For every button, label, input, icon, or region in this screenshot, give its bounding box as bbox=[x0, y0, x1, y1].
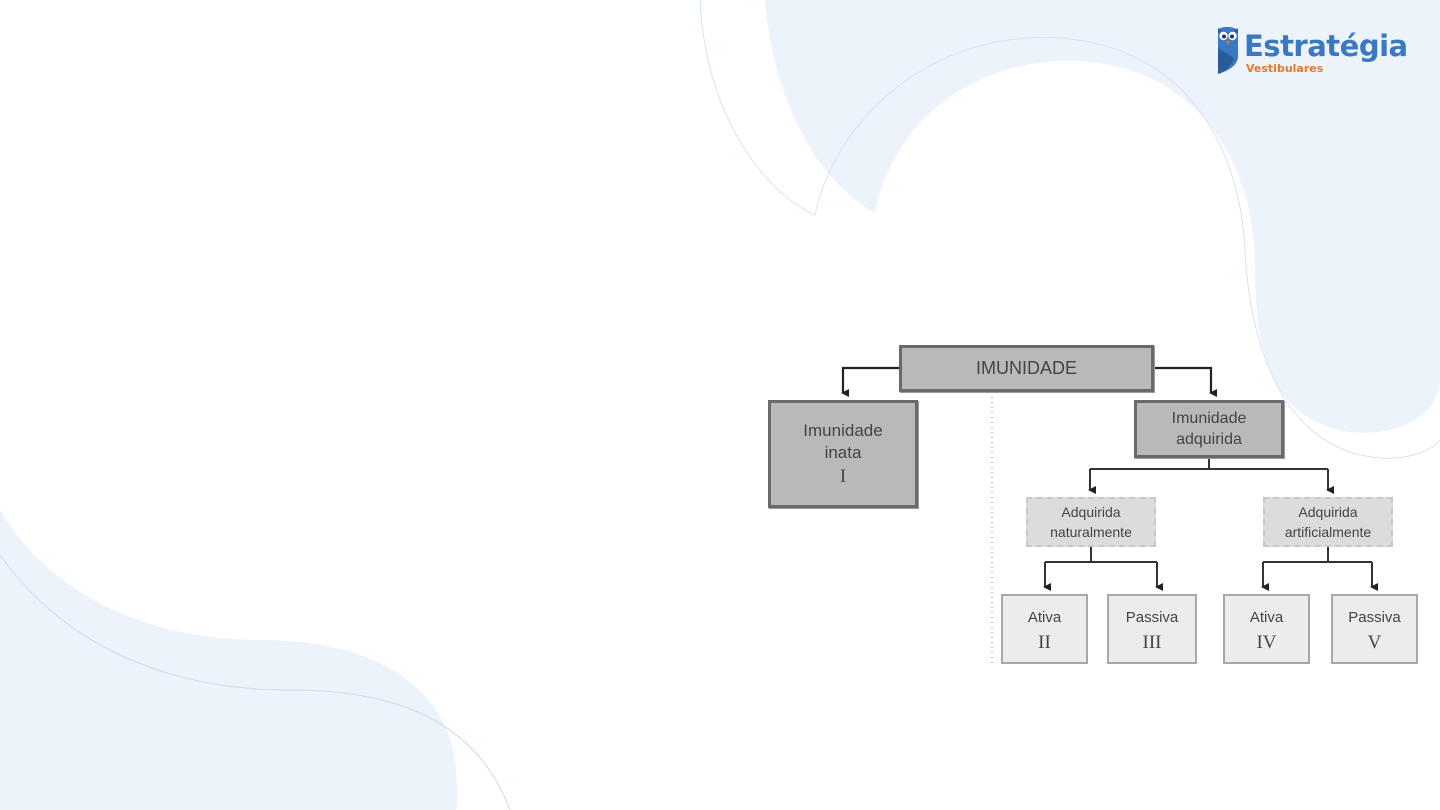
connector-root-adquirida bbox=[1154, 368, 1211, 393]
estrategia-logo[interactable]: Estratégia Vestibulares bbox=[1214, 26, 1414, 78]
node-naturalmente-label: Adquirida naturalmente bbox=[1034, 502, 1149, 542]
node-passiva-artificial: Passiva V bbox=[1331, 594, 1418, 664]
leaf-label: Passiva bbox=[1348, 609, 1401, 626]
leaf-label: Ativa bbox=[1250, 609, 1283, 626]
leaf-numeral: III bbox=[1143, 632, 1162, 654]
brand-subtitle: Vestibulares bbox=[1246, 62, 1323, 76]
connector-root-inata bbox=[843, 368, 899, 393]
owl-icon bbox=[1214, 26, 1240, 76]
node-inata-numeral: I bbox=[840, 466, 846, 488]
connector-naturalmente-split bbox=[1045, 547, 1157, 562]
brand-name: Estratégia bbox=[1244, 28, 1408, 64]
node-ativa-artificial: Ativa IV bbox=[1223, 594, 1310, 664]
node-imunidade-adquirida: Imunidade adquirida bbox=[1134, 400, 1284, 458]
node-ativa-natural: Ativa II bbox=[1001, 594, 1088, 664]
bottom-left-blob bbox=[0, 510, 457, 810]
node-adquirida-naturalmente: Adquirida naturalmente bbox=[1026, 497, 1156, 547]
leaf-numeral: II bbox=[1038, 632, 1051, 654]
node-inata-label: Imunidade inata bbox=[788, 420, 898, 464]
node-adquirida-label: Imunidade adquirida bbox=[1154, 408, 1264, 450]
node-imunidade-inata: Imunidade inata I bbox=[768, 400, 918, 508]
connector-artificialmente-split bbox=[1263, 547, 1372, 562]
node-adquirida-artificialmente: Adquirida artificialmente bbox=[1263, 497, 1393, 547]
node-passiva-natural: Passiva III bbox=[1107, 594, 1197, 664]
leaf-numeral: IV bbox=[1256, 632, 1276, 654]
node-imunidade-label: IMUNIDADE bbox=[976, 358, 1077, 379]
node-imunidade: IMUNIDADE bbox=[899, 345, 1154, 392]
connector-adquirida-split bbox=[1090, 458, 1328, 469]
leaf-label: Ativa bbox=[1028, 609, 1061, 626]
leaf-label: Passiva bbox=[1126, 609, 1179, 626]
immunity-diagram: IMUNIDADE Imunidade inata I Imunidade ad… bbox=[760, 335, 1430, 675]
node-artificialmente-label: Adquirida artificialmente bbox=[1266, 502, 1391, 542]
leaf-numeral: V bbox=[1368, 632, 1382, 654]
